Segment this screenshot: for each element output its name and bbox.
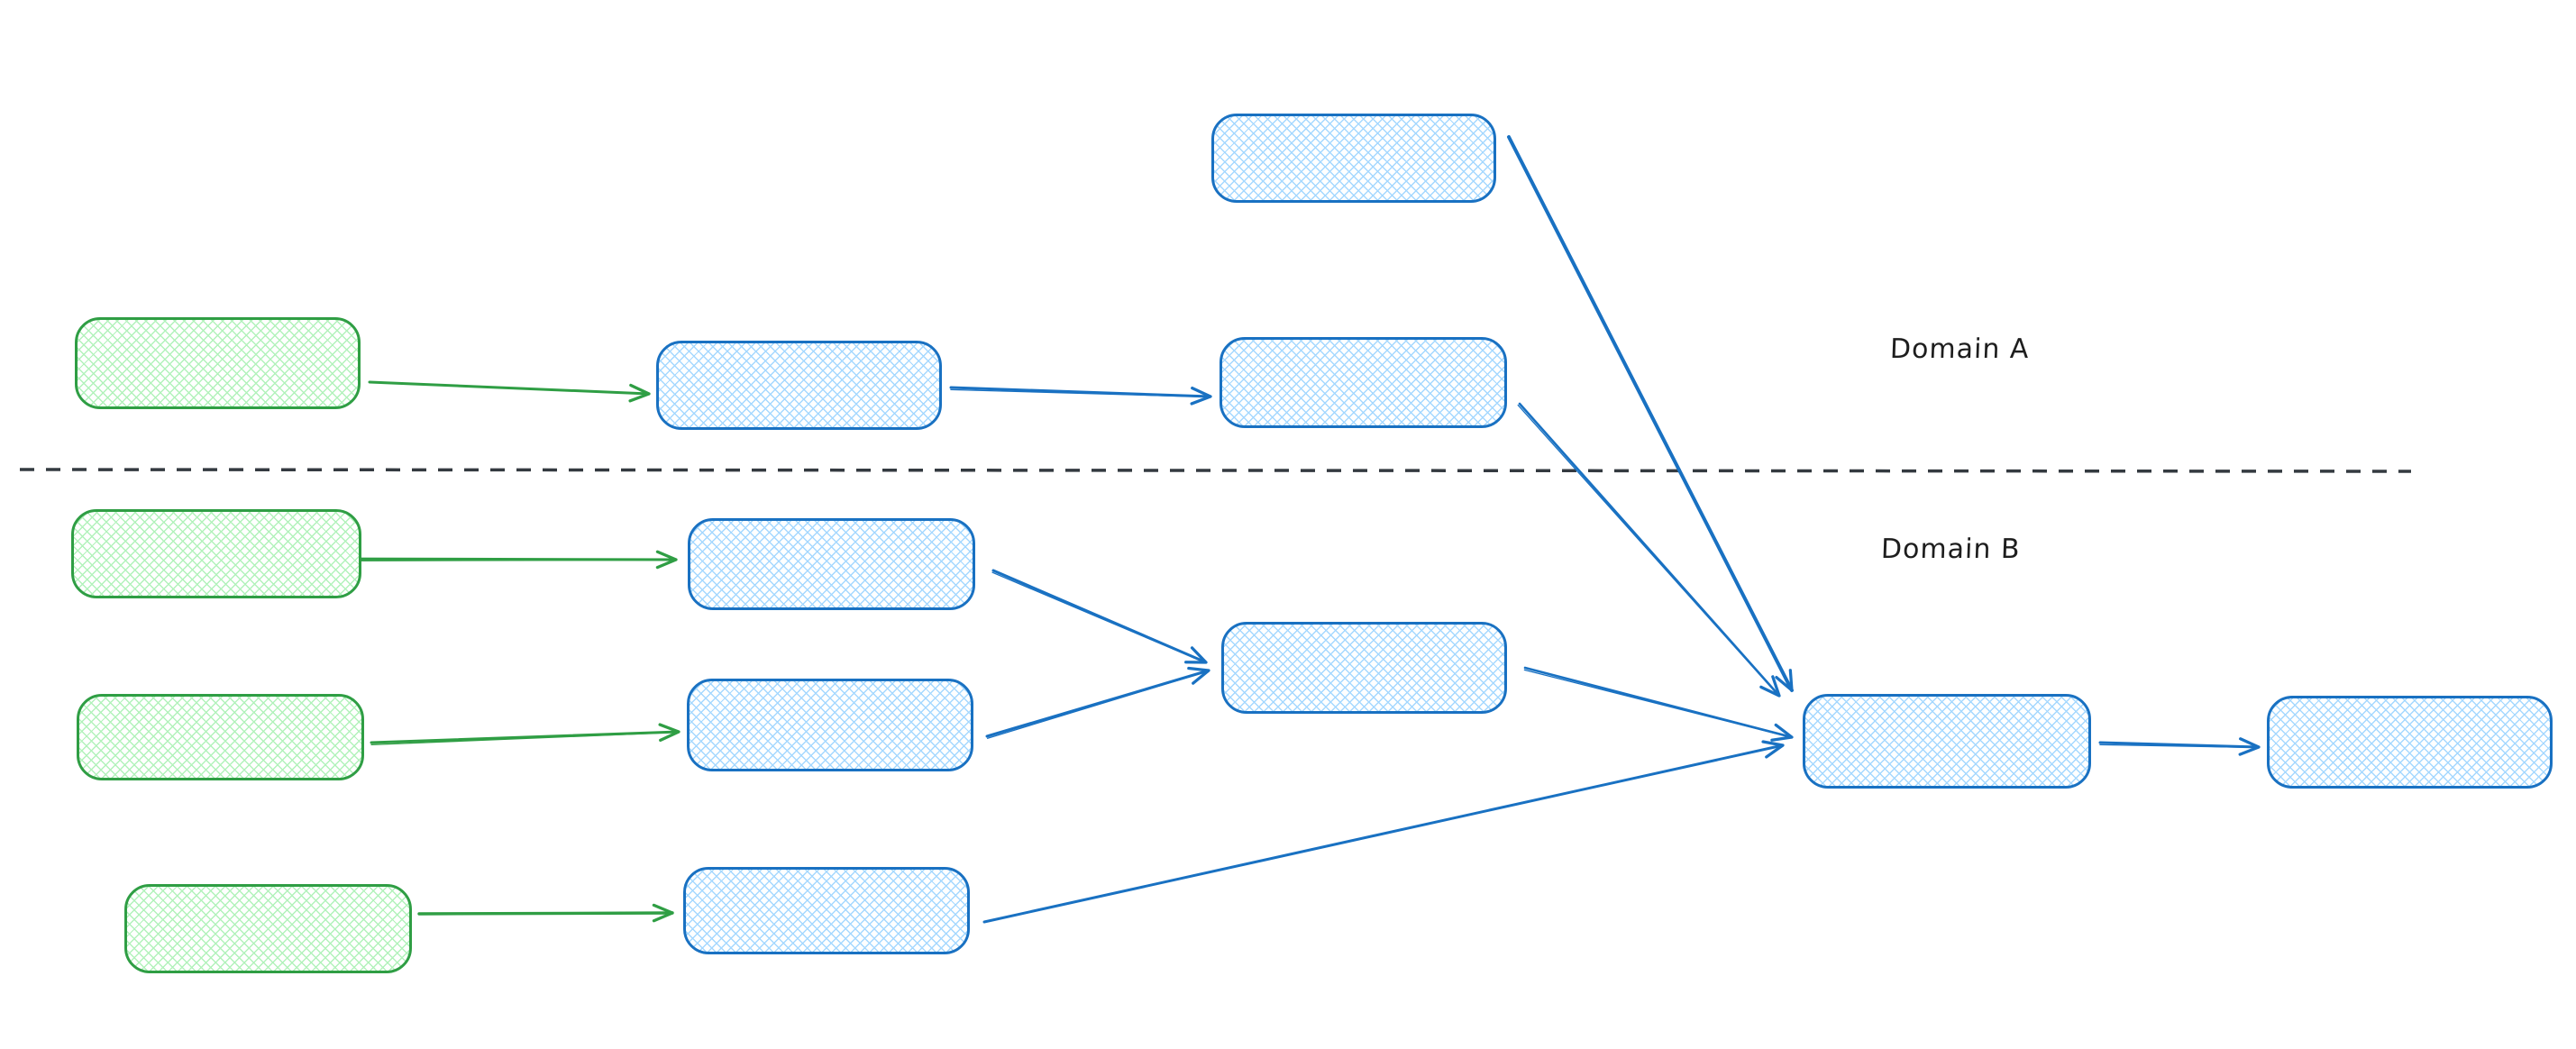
arrow-b-stage1b-to-merge[interactable]: [985, 666, 1210, 738]
box-domain-b-stage-1a[interactable]: [688, 518, 975, 610]
arrow-b-source2-to-stage1b[interactable]: [370, 723, 681, 744]
arrow-a-stage1-to-stage2[interactable]: [949, 386, 1212, 406]
arrow-merge-all-to-final[interactable]: [2098, 737, 2261, 756]
box-domain-b-merge[interactable]: [1221, 622, 1507, 714]
arrow-b-stage1b-to-merge-sketch-line: [987, 670, 1210, 739]
arrow-a-top-to-merge-all[interactable]: [1507, 135, 1794, 692]
arrow-a-stage2-to-merge-all[interactable]: [1518, 402, 1781, 698]
box-domain-b-source-2[interactable]: [77, 694, 364, 780]
box-domain-a-stage-2[interactable]: [1219, 337, 1507, 428]
box-final-output[interactable]: [2267, 696, 2553, 789]
box-domain-b-stage-1c[interactable]: [683, 867, 970, 954]
box-domain-a-top[interactable]: [1211, 114, 1496, 203]
arrow-b-source2-to-stage1b-sketch-line: [370, 731, 680, 746]
domain-b-label[interactable]: Domain B: [1880, 534, 2022, 565]
domain-a-label[interactable]: Domain A: [1889, 333, 2031, 365]
box-domain-b-source-1[interactable]: [71, 509, 361, 598]
box-merge-all[interactable]: [1803, 694, 2091, 789]
box-domain-b-stage-1b[interactable]: [687, 679, 973, 771]
box-domain-b-source-3[interactable]: [124, 884, 412, 973]
arrow-a-stage2-to-merge-all-sketch-line: [1517, 404, 1780, 697]
arrow-a-stage1-to-stage2-sketch-line: [950, 388, 1211, 398]
arrow-b-stage1a-to-merge-sketch-line: [991, 571, 1207, 664]
box-domain-a-source[interactable]: [75, 317, 361, 409]
domain-divider-line[interactable]: [19, 468, 2412, 473]
arrow-b-merge-to-merge-all-sketch-line: [1523, 669, 1793, 739]
box-domain-a-stage-1[interactable]: [656, 341, 942, 430]
arrow-a-source-to-stage1[interactable]: [368, 380, 651, 403]
arrow-merge-all-to-final-sketch-line: [2099, 743, 2260, 749]
arrow-b-stage1c-to-merge-all[interactable]: [982, 740, 1785, 924]
arrow-b-stage1a-to-merge[interactable]: [991, 569, 1208, 664]
arrow-b-source3-to-stage1c[interactable]: [417, 903, 674, 923]
arrow-b-merge-to-merge-all[interactable]: [1523, 666, 1794, 742]
